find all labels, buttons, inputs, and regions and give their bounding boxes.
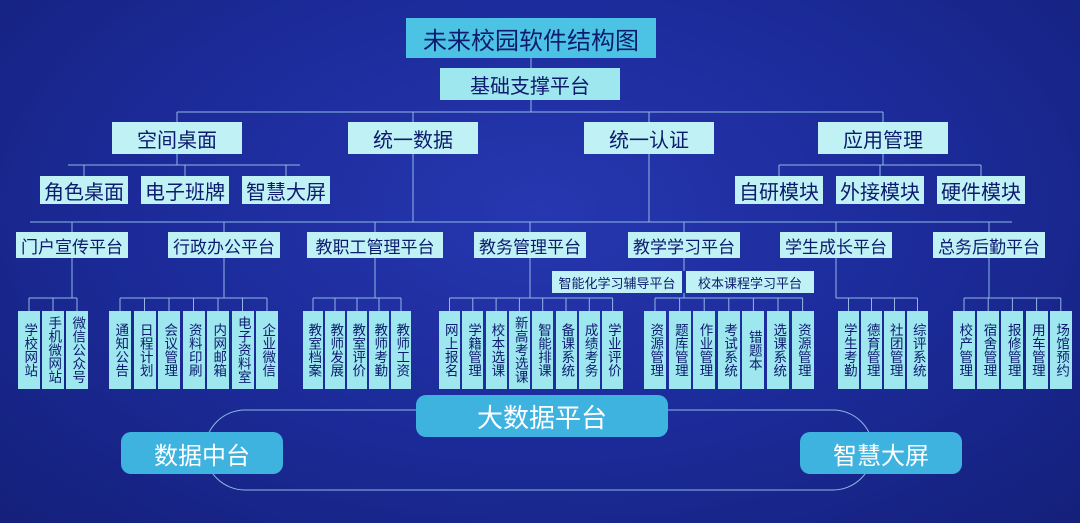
desktop-smart-screen: 智慧大屏 <box>242 176 330 204</box>
leaf-module: 教室评价 <box>347 311 367 389</box>
platform-logistics: 总务后勤平台 <box>933 232 1045 258</box>
app-external: 外接模块 <box>836 176 924 204</box>
desktop-role: 角色桌面 <box>40 176 128 204</box>
leaf-module: 教师发展 <box>325 311 345 389</box>
platform-portal: 门户宣传平台 <box>16 232 128 258</box>
platform-admin-office: 行政办公平台 <box>168 232 280 258</box>
leaf-module: 教师工资 <box>391 311 411 389</box>
leaf-module: 企业微信 <box>256 311 278 389</box>
leaf-module: 场馆预约 <box>1049 311 1072 389</box>
leaf-module: 学生考勤 <box>838 311 859 389</box>
data-middle-platform: 数据中台 <box>121 432 283 474</box>
level2-app-management: 应用管理 <box>818 122 948 154</box>
leaf-module: 微信公众号 <box>66 311 88 389</box>
leaf-module: 成绩考务 <box>578 311 600 389</box>
desktop-class-board: 电子班牌 <box>141 176 229 204</box>
leaf-module: 德育管理 <box>861 311 882 389</box>
sub-platform-smart-tutoring: 智能化学习辅导平台 <box>552 271 682 293</box>
leaf-module: 校本选课 <box>485 311 507 389</box>
level2-space-desktop: 空间桌面 <box>112 122 242 154</box>
leaf-module: 作业管理 <box>693 311 716 389</box>
leaf-module: 教师考勤 <box>369 311 389 389</box>
leaf-module: 社团管理 <box>884 311 905 389</box>
leaf-module: 错题本 <box>742 311 765 389</box>
leaf-module: 选课系统 <box>767 311 789 389</box>
platform-academic: 教务管理平台 <box>474 232 586 258</box>
leaf-module: 用车管理 <box>1025 311 1048 389</box>
sub-platform-school-course: 校本课程学习平台 <box>686 271 814 293</box>
leaf-module: 校产管理 <box>953 311 975 389</box>
leaf-module: 报修管理 <box>1001 311 1024 389</box>
level2-unified-data: 统一数据 <box>348 122 478 154</box>
bigdata-platform: 大数据平台 <box>416 395 668 437</box>
app-self-developed: 自研模块 <box>735 176 823 204</box>
platform-student-growth: 学生成长平台 <box>780 232 892 258</box>
level2-unified-auth: 统一认证 <box>584 122 714 154</box>
leaf-module: 综评系统 <box>907 311 928 389</box>
leaf-module: 学校网站 <box>18 311 40 389</box>
leaf-module: 宿舍管理 <box>977 311 1000 389</box>
leaf-module: 日程计划 <box>133 311 156 389</box>
leaf-module: 考试系统 <box>717 311 740 389</box>
leaf-module: 会议管理 <box>158 311 180 389</box>
leaf-module: 通知公告 <box>109 311 131 389</box>
leaf-module: 新高考选课 <box>508 311 530 389</box>
leaf-module: 资源管理 <box>791 311 814 389</box>
smart-screen-platform: 智慧大屏 <box>800 432 962 474</box>
app-hardware: 硬件模块 <box>937 176 1025 204</box>
leaf-module: 学籍管理 <box>462 311 484 389</box>
platform-teaching-learning: 教学学习平台 <box>628 232 740 258</box>
platform-staff: 教职工管理平台 <box>307 232 443 258</box>
leaf-module: 网上报名 <box>439 311 460 389</box>
leaf-module: 智能排课 <box>532 311 554 389</box>
leaf-module: 资源管理 <box>644 311 666 389</box>
leaf-module: 教室档案 <box>303 311 323 389</box>
leaf-module: 资料印刷 <box>182 311 205 389</box>
leaf-module: 备课系统 <box>555 311 577 389</box>
leaf-module: 题库管理 <box>668 311 691 389</box>
diagram-title: 未来校园软件结构图 <box>406 18 656 58</box>
leaf-module: 内网邮箱 <box>207 311 229 389</box>
leaf-module: 手机微网站 <box>42 311 64 389</box>
leaf-module: 电子资料室 <box>231 311 254 389</box>
foundation-platform: 基础支撑平台 <box>440 68 620 100</box>
leaf-module: 学业评价 <box>602 311 624 389</box>
